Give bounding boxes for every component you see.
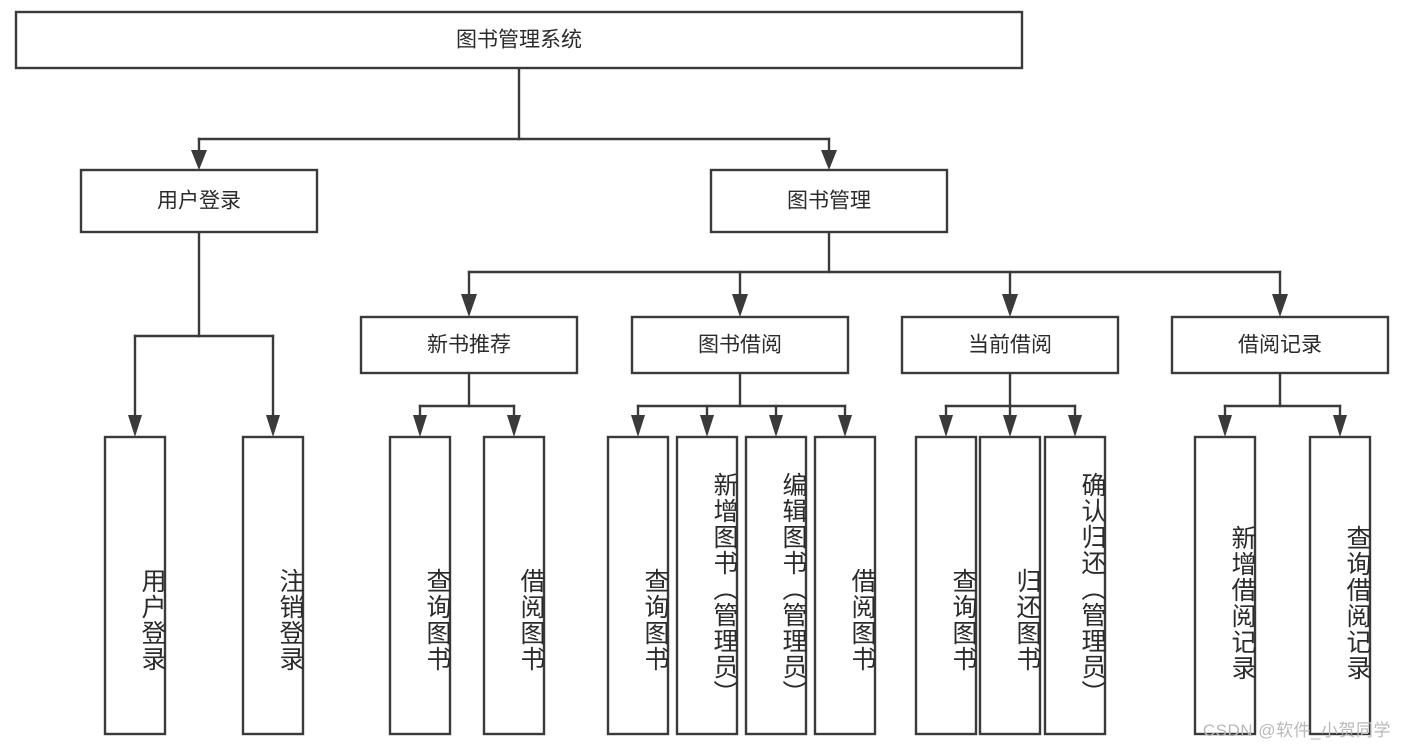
arrow-book-manage-to-new-book: [461, 294, 477, 317]
arrow-borrow-record-leaf-2: [1333, 415, 1347, 437]
connector-group-new-book: [413, 371, 521, 437]
arrow-book-borrow-leaf-3: [769, 415, 783, 437]
arrow-book-borrow-leaf-4: [838, 415, 852, 437]
leaf-box-book-borrow-2[interactable]: [675, 435, 739, 736]
leaf-box-current-borrow-2[interactable]: [978, 435, 1042, 736]
node-user-login-label: 用户登录: [157, 190, 241, 213]
node-root-box[interactable]: [14, 10, 1024, 70]
connector-group-book-borrow: [631, 371, 852, 437]
arrow-user-login-leaf-1: [128, 415, 142, 437]
arrow-current-borrow-leaf-1: [939, 415, 953, 437]
leaf-box-book-borrow-3[interactable]: [744, 435, 808, 736]
leaf-box-current-borrow-1[interactable]: [914, 435, 978, 736]
leaf-box-book-borrow-1[interactable]: [606, 435, 670, 736]
node-book-borrow-box[interactable]: [630, 315, 850, 375]
arrow-user-login-leaf-2: [266, 415, 280, 437]
leaf-box-new-book-1[interactable]: [388, 435, 452, 736]
node-book-manage-label: 图书管理: [787, 190, 871, 213]
arrow-book-manage-to-current-borrow: [1002, 294, 1018, 317]
arrow-book-manage-to-borrow-record: [1272, 294, 1288, 317]
arrow-new-book-leaf-2: [507, 415, 521, 437]
node-borrow-record-label: 借阅记录: [1238, 334, 1322, 357]
node-book-borrow-label: 图书借阅: [698, 334, 782, 357]
arrow-book-manage-to-book-borrow: [732, 294, 748, 317]
arrow-current-borrow-leaf-3: [1068, 415, 1082, 437]
node-borrow-record-box[interactable]: [1170, 315, 1390, 375]
arrow-root-to-user-login: [191, 150, 207, 170]
node-root-label: 图书管理系统: [456, 29, 582, 52]
leaf-box-borrow-record-1[interactable]: [1193, 435, 1257, 736]
node-book-manage-box[interactable]: [709, 168, 949, 234]
node-new-book-box[interactable]: [359, 315, 579, 375]
node-user-login-box[interactable]: [79, 168, 319, 234]
leaf-box-new-book-2[interactable]: [482, 435, 546, 736]
arrow-book-borrow-leaf-1: [631, 415, 645, 437]
leaf-box-book-borrow-4[interactable]: [813, 435, 877, 736]
node-current-borrow-box[interactable]: [900, 315, 1120, 375]
arrow-root-to-book-manage: [821, 150, 837, 170]
connector-group-book-manage: [461, 230, 1288, 317]
leaf-box-borrow-record-2[interactable]: [1308, 435, 1372, 736]
node-new-book-label: 新书推荐: [427, 334, 511, 357]
leaf-box-user-login-2[interactable]: [241, 435, 305, 736]
leaf-box-user-login-1[interactable]: [103, 435, 167, 736]
connector-group-user-login: [128, 230, 280, 437]
arrow-borrow-record-leaf-1: [1218, 415, 1232, 437]
leaf-box-current-borrow-3[interactable]: [1043, 435, 1107, 736]
arrow-current-borrow-leaf-2: [1003, 415, 1017, 437]
arrow-new-book-leaf-1: [413, 415, 427, 437]
arrow-book-borrow-leaf-2: [700, 415, 714, 437]
connector-group-root: [191, 66, 837, 170]
csdn-watermark: CSDN @软件_小贺同学: [1202, 721, 1391, 740]
node-current-borrow-label: 当前借阅: [968, 334, 1052, 357]
connector-group-borrow-record: [1218, 371, 1347, 437]
connector-group-current-borrow: [939, 371, 1082, 437]
